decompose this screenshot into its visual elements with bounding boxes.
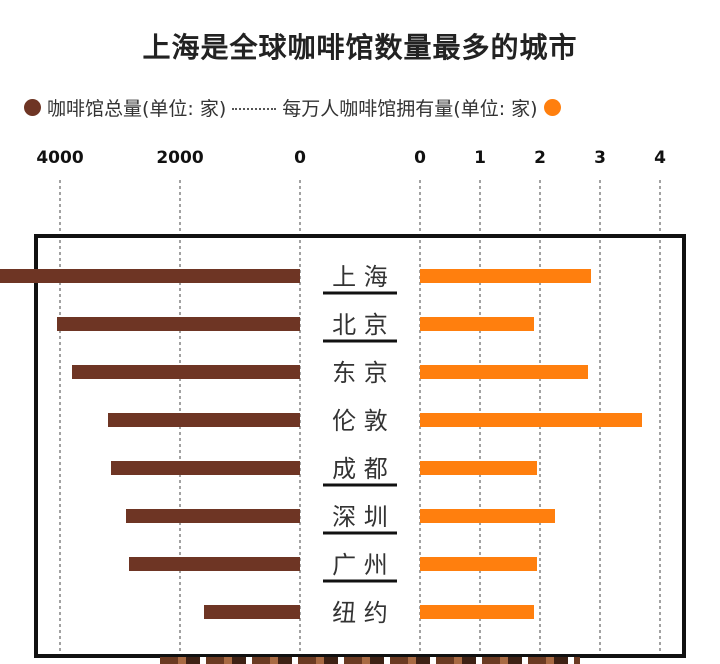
legend-right-label: 每万人咖啡馆拥有量(单位: 家) [282, 97, 538, 120]
city-label: 成 都 [332, 455, 388, 483]
city-label: 东 京 [332, 359, 388, 387]
bar-cafes-per-10k [420, 509, 555, 523]
bar-total-cafes [129, 557, 300, 571]
bar-cafes-per-10k [420, 413, 642, 427]
chart-title: 上海是全球咖啡馆数量最多的城市 [142, 31, 578, 64]
chart-frame [34, 234, 686, 658]
bar-total-cafes [72, 365, 300, 379]
legend-left-label: 咖啡馆总量(单位: 家) [47, 97, 227, 120]
city-label: 广 州 [332, 551, 388, 579]
tick-label-right: 0 [414, 148, 426, 168]
city-label: 纽 约 [332, 599, 388, 627]
tick-label-right: 1 [474, 148, 486, 168]
bar-cafes-per-10k [420, 605, 534, 619]
city-label: 深 圳 [332, 503, 388, 531]
legend-right-dot [543, 98, 561, 116]
tick-label-right: 4 [654, 148, 666, 168]
bar-cafes-per-10k [420, 461, 537, 475]
tick-label-left: 0 [294, 148, 306, 168]
legend: 咖啡馆总量(单位: 家) 每万人咖啡馆拥有量(单位: 家) [24, 94, 704, 120]
legend-separator [232, 108, 277, 110]
tick-label-left: 2000 [156, 148, 203, 168]
legend-left-dot [24, 98, 41, 116]
bar-cafes-per-10k [420, 317, 534, 331]
bar-total-cafes [126, 509, 300, 523]
bar-cafes-per-10k [420, 269, 591, 283]
coffee-beans-decoration [160, 657, 580, 664]
bar-total-cafes [204, 605, 300, 619]
bar-total-cafes [0, 269, 300, 283]
city-label: 伦 敦 [332, 407, 388, 435]
tick-label-right: 2 [534, 148, 546, 168]
bar-total-cafes [108, 413, 300, 427]
city-label: 上 海 [332, 263, 388, 291]
tick-label-left: 4000 [36, 148, 83, 168]
tick-label-right: 3 [594, 148, 606, 168]
bar-cafes-per-10k [420, 557, 537, 571]
bar-total-cafes [57, 317, 300, 331]
bar-cafes-per-10k [420, 365, 588, 379]
bar-total-cafes [111, 461, 300, 475]
city-label: 北 京 [332, 311, 388, 339]
